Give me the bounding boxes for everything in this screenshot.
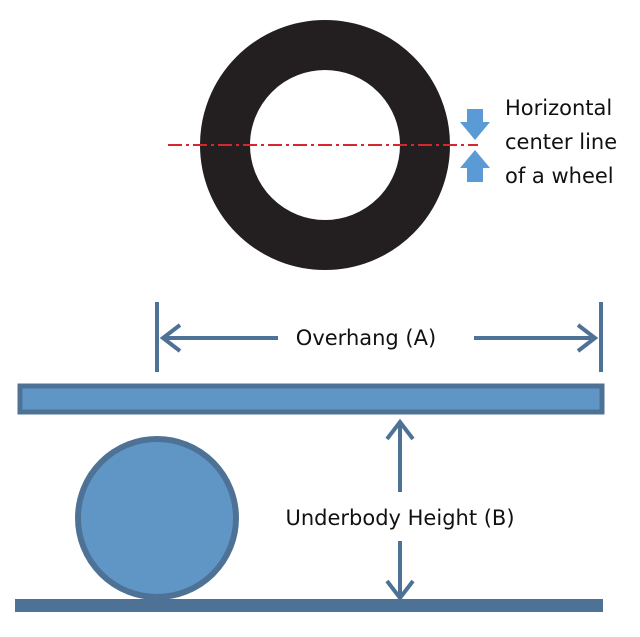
overhang-dimension: Overhang (A) xyxy=(155,302,603,372)
ground-line xyxy=(15,599,603,612)
center-line-label-line3: of a wheel xyxy=(505,164,614,188)
underbody-height-label: Underbody Height (B) xyxy=(285,506,514,530)
marker-arrow-up-icon xyxy=(460,150,490,182)
center-line-marker xyxy=(460,109,490,182)
underbody-height-dimension: Underbody Height (B) xyxy=(285,418,515,602)
center-line-label-line1: Horizontal xyxy=(505,96,612,120)
center-line-label: Horizontal center line of a wheel xyxy=(505,96,624,188)
vehicle-body-bar xyxy=(17,383,605,415)
center-line-label-line2: center line xyxy=(505,130,617,154)
overhang-left-arrowhead-icon xyxy=(159,323,182,353)
underbody-down-arrowhead-icon xyxy=(385,579,415,602)
overhang-label: Overhang (A) xyxy=(296,326,436,350)
underbody-up-arrowhead-icon xyxy=(385,418,415,441)
wheel xyxy=(75,436,239,600)
overhang-right-arrowhead-icon xyxy=(576,323,599,353)
marker-arrow-down-icon xyxy=(460,109,490,140)
